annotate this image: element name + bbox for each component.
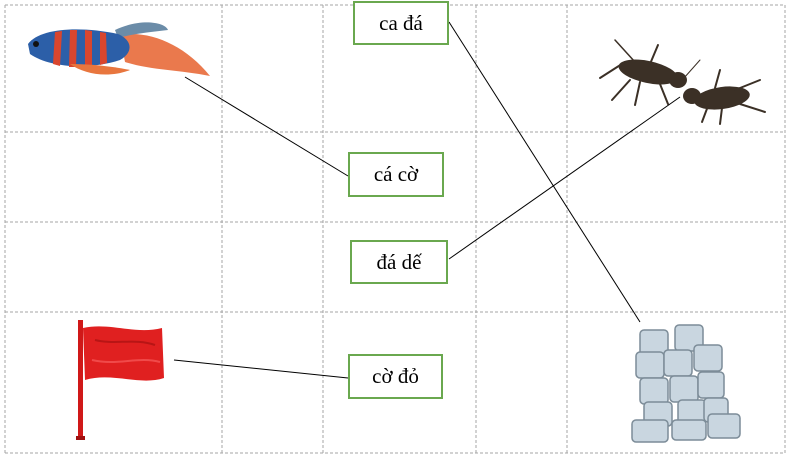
word-ca-da: ca đá <box>379 10 423 35</box>
word-box-co-do[interactable]: cờ đỏ <box>348 354 443 399</box>
line-fish-to-ca-co <box>184 76 349 177</box>
word-co-do: cờ đỏ <box>372 364 419 388</box>
word-da-de: đá dế <box>376 249 422 274</box>
word-box-ca-co[interactable]: cá cờ <box>348 152 444 197</box>
word-ca-co: cá cờ <box>373 162 419 186</box>
line-da-de-to-crickets <box>448 96 681 260</box>
word-box-da-de[interactable]: đá dế <box>350 240 448 284</box>
line-flag-to-co-do <box>173 359 349 379</box>
line-ca-da-to-ice <box>448 21 641 323</box>
word-box-ca-da[interactable]: ca đá <box>353 1 449 45</box>
